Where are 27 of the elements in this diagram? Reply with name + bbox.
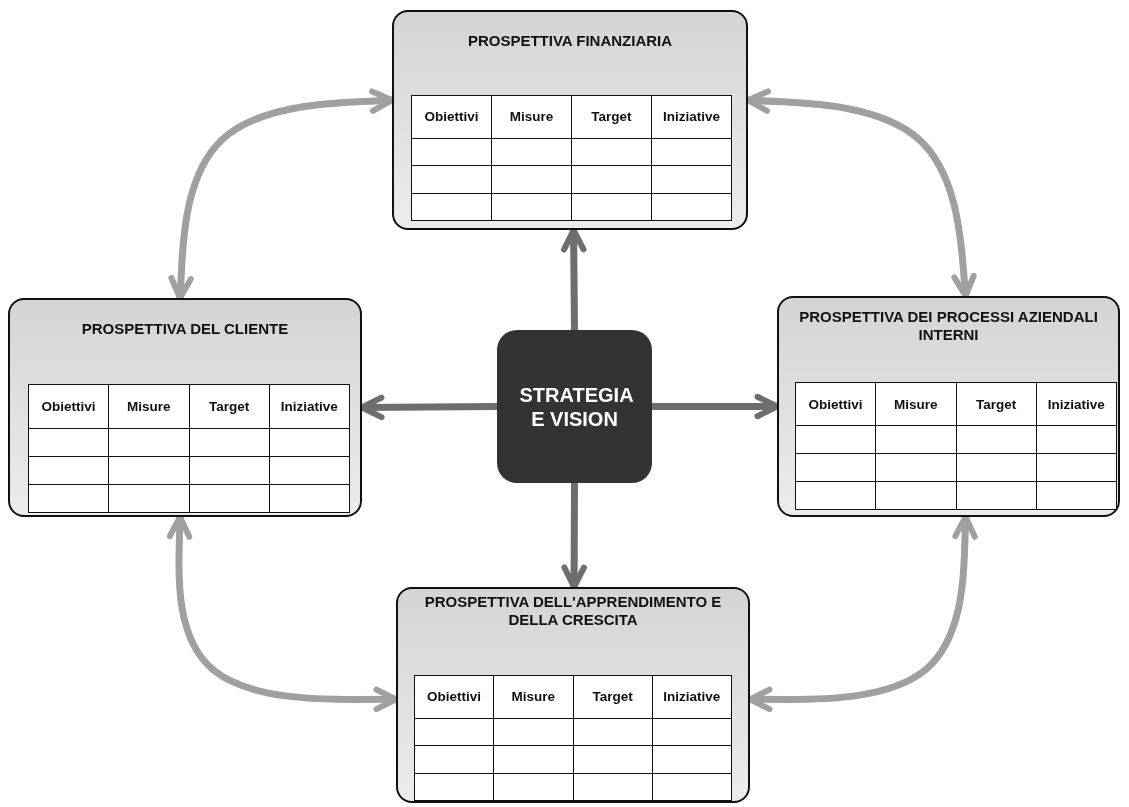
perspective-card	[396, 587, 750, 803]
card-title: PROSPETTIVA DELL'APPRENDIMENTO E DELLA CRESCITA	[423, 593, 723, 629]
column-header: Target	[189, 384, 270, 428]
arrow	[561, 483, 587, 590]
column-header: Misure	[108, 384, 189, 428]
strategy-box	[497, 330, 652, 483]
column-header: Target	[573, 675, 653, 718]
column-header: Target	[956, 382, 1037, 426]
card-title: PROSPETTIVA DEL CLIENTE	[80, 320, 290, 338]
column-header: Obiettivi	[28, 384, 109, 428]
column-header: Obiettivi	[795, 382, 876, 426]
arrow	[561, 227, 587, 331]
column-header: Iniziative	[651, 95, 732, 138]
column-header: Iniziative	[269, 384, 350, 428]
column-header: Target	[571, 95, 652, 138]
column-header: Iniziative	[652, 675, 732, 718]
column-header: Misure	[493, 675, 573, 718]
perspective-card	[392, 10, 748, 230]
column-header: Obiettivi	[414, 675, 494, 718]
perspective-card	[8, 298, 362, 517]
card-title: PROSPETTIVA FINANZIARIA	[466, 32, 674, 50]
column-header: Iniziative	[1036, 382, 1117, 426]
column-header: Misure	[491, 95, 572, 138]
card-title: PROSPETTIVA DEI PROCESSI AZIENDALI INTERNI	[798, 308, 1099, 344]
perspective-card	[777, 296, 1120, 517]
column-header: Obiettivi	[411, 95, 492, 138]
column-header: Misure	[875, 382, 956, 426]
